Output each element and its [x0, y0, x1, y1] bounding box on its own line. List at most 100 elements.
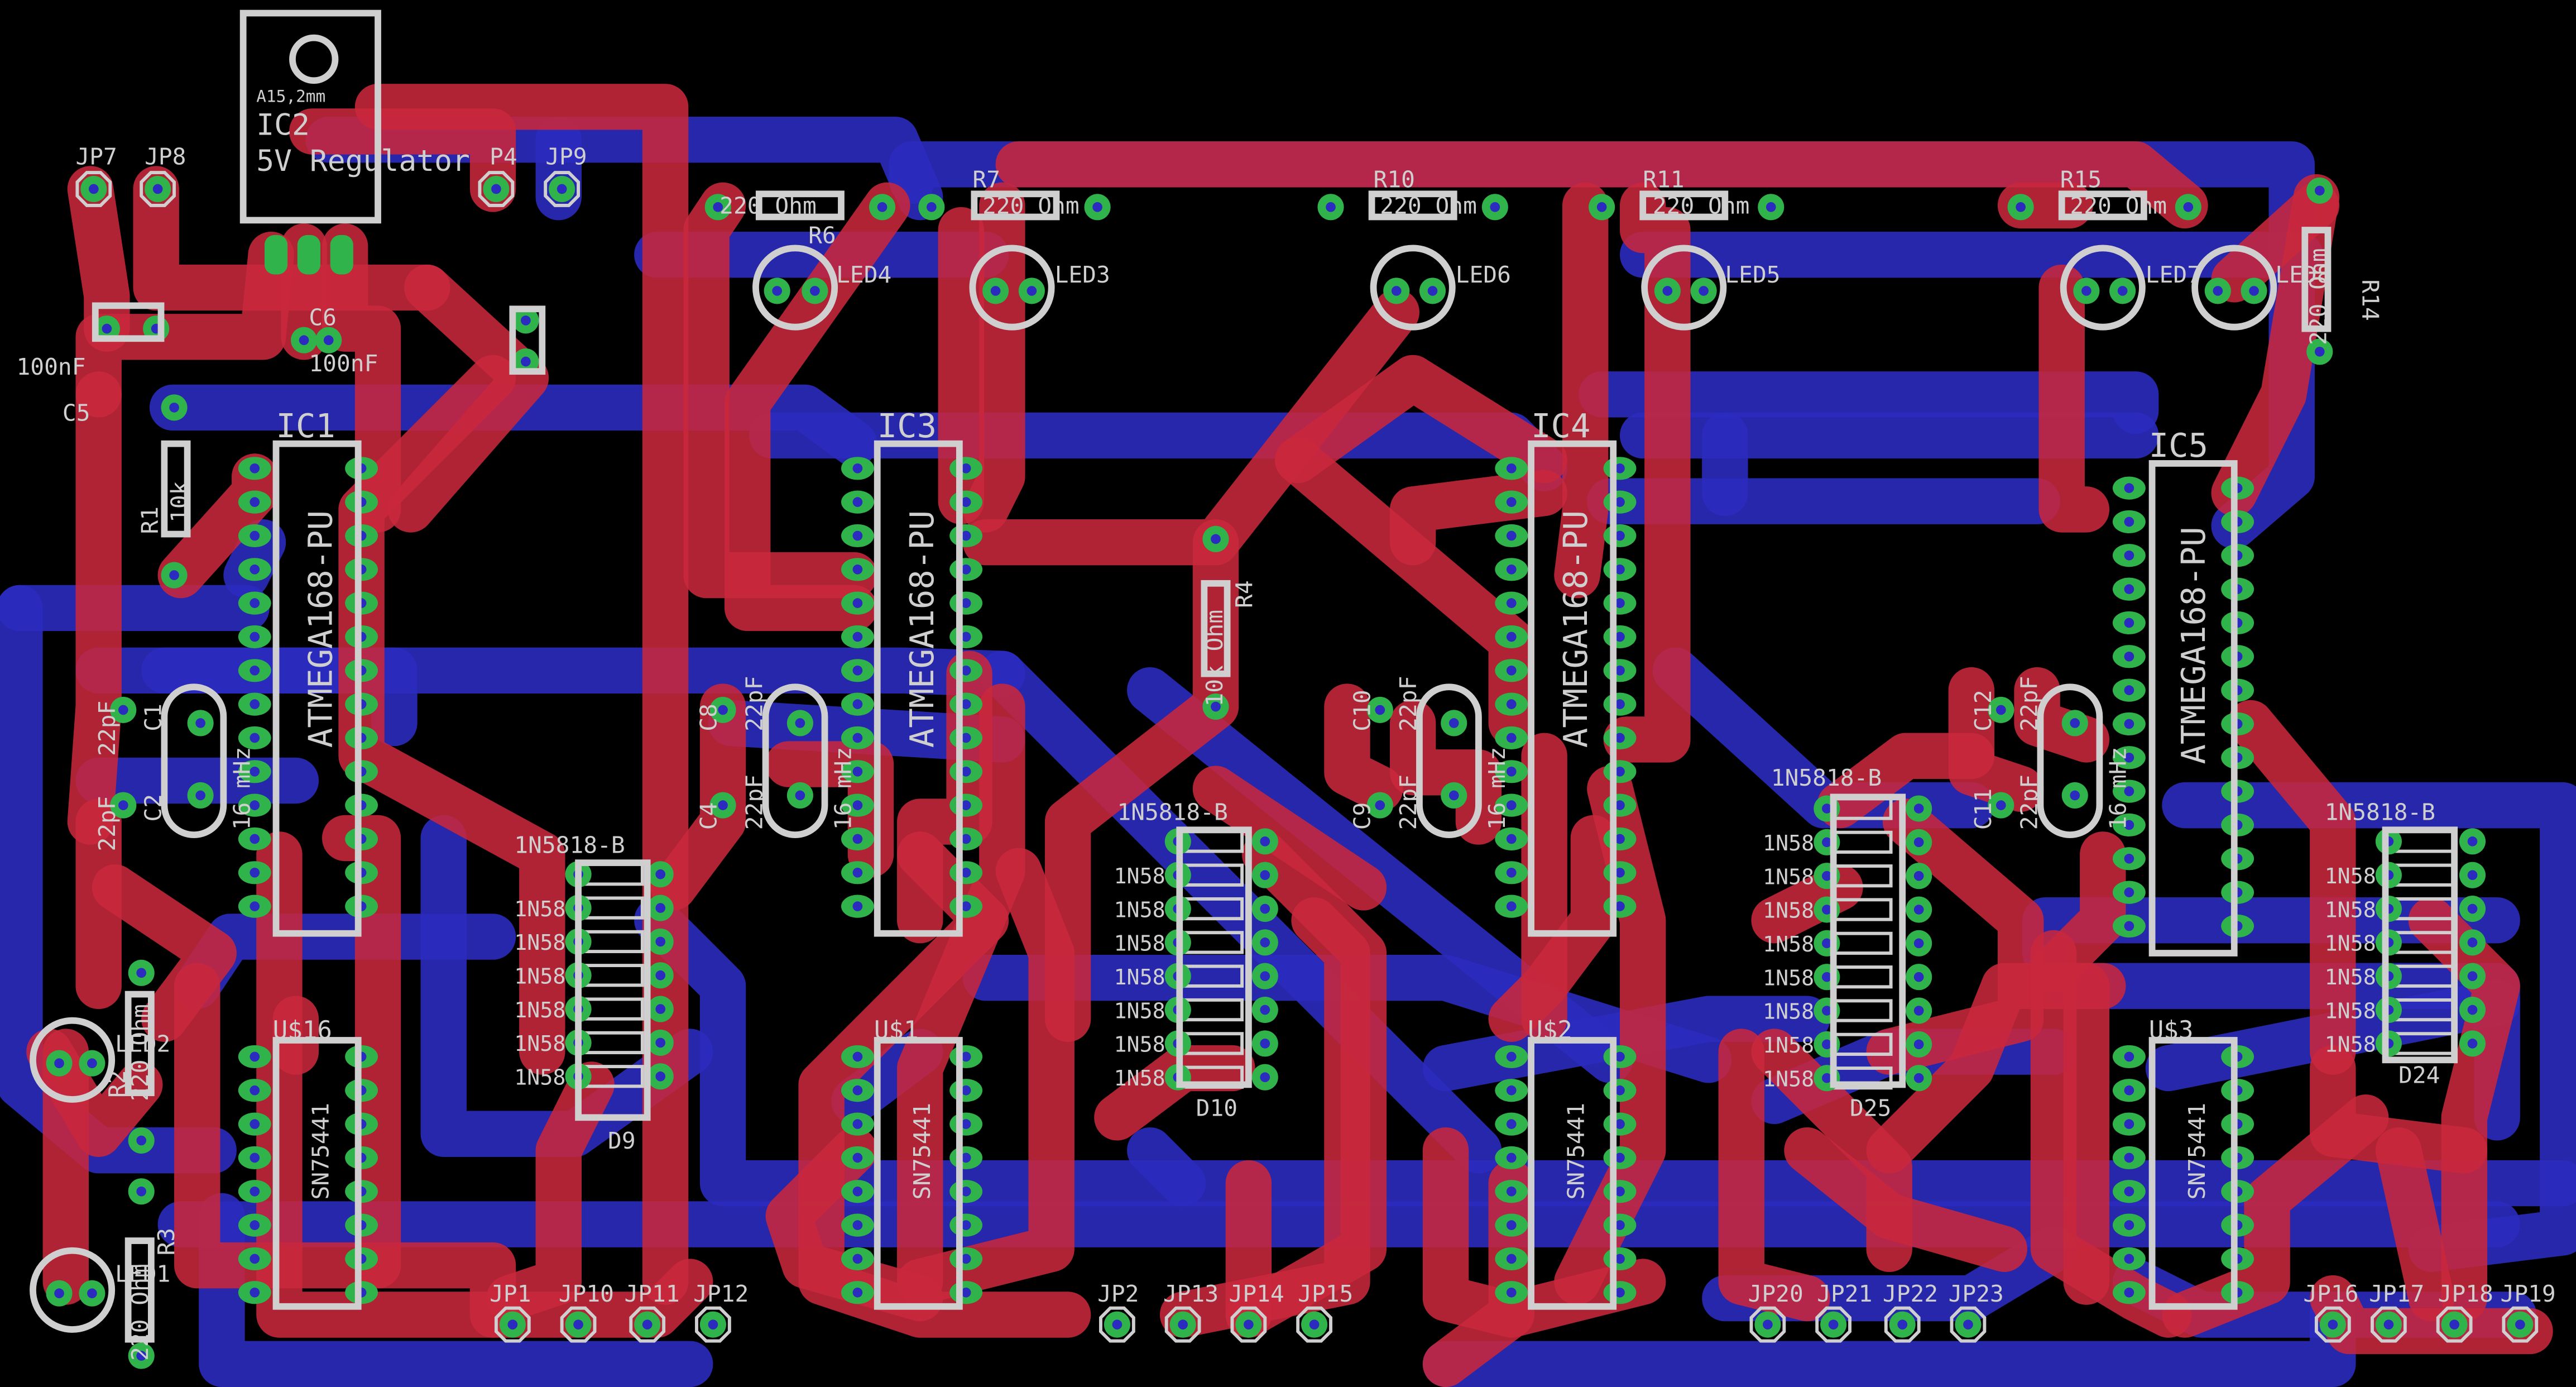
crystal-2	[762, 683, 828, 838]
resistor-pad-16-drill	[1211, 701, 1221, 712]
ic2-pin-2	[297, 235, 320, 275]
jp18-label: JP18	[2438, 1280, 2493, 1307]
jp18-pin-ring	[2436, 1306, 2473, 1343]
cap-pad-10-drill	[195, 790, 205, 801]
jp13-label: JP13	[1163, 1280, 1219, 1307]
led4-label: LED4	[836, 261, 891, 288]
u16-pin-8-drill	[250, 1287, 260, 1298]
d10-row-2-label: 1N58	[1114, 864, 1165, 889]
ic4-pin-11-drill	[1506, 800, 1517, 810]
r15-body	[2058, 190, 2147, 221]
ic1-pin-14-drill	[250, 901, 260, 911]
cap-pad-16-drill	[1375, 800, 1385, 810]
d25-row-9-label: 1N58	[1763, 1066, 1814, 1092]
u1-pin-6-drill	[852, 1220, 863, 1230]
led-pad-15-drill	[54, 1288, 64, 1299]
u3-pin-7-drill	[2124, 1254, 2134, 1264]
ic4-pin-8-drill	[1506, 699, 1517, 709]
d10-diode-8-k-drill	[1260, 1072, 1270, 1083]
led4-outline	[752, 245, 838, 331]
u2-pin-13-drill	[1615, 1152, 1625, 1163]
d10-outline	[1176, 826, 1252, 1088]
ic1-pin-13-drill	[250, 867, 260, 878]
u2-pin-9-drill	[1615, 1287, 1625, 1298]
r10-body	[1368, 190, 1457, 221]
c10-ref: C10	[1349, 690, 1376, 731]
d25-row-7-label: 1N58	[1763, 999, 1814, 1025]
silkscreen-layer	[30, 9, 2458, 1343]
ic5-pin-7-drill	[2124, 685, 2134, 695]
cap-pad-18-drill	[1448, 790, 1459, 801]
ic4-pin-9-drill	[1506, 733, 1517, 743]
led7-label: LED7	[2146, 261, 2201, 288]
ic4-pin-22-drill	[1615, 665, 1625, 676]
jp11-label: JP11	[624, 1280, 679, 1307]
jp15-pin-ring	[1296, 1306, 1332, 1343]
resistor-pad-6-drill	[1490, 202, 1500, 212]
silkscreen-text: JP7 JP8 P4 JP9 A15,2mm IC2 5V Regulator …	[17, 87, 2440, 1360]
ic4-pin-18-drill	[1615, 800, 1625, 810]
u2-pin-10-drill	[1615, 1254, 1625, 1264]
u1-ref: U$1	[874, 1016, 919, 1045]
led3-outline	[969, 245, 1055, 331]
resistor-pad-19-drill	[136, 1186, 147, 1197]
u2-pin-4-drill	[1506, 1152, 1517, 1163]
ic2-package: A15,2mm	[256, 87, 325, 106]
u2-pin-6-drill	[1506, 1220, 1517, 1230]
jp17-label: JP17	[2369, 1280, 2424, 1307]
led-pad-8-drill	[1699, 286, 1709, 296]
cap-pad-8-drill	[118, 800, 128, 810]
d9-diode-6-k-drill	[655, 1037, 666, 1048]
d24-diode-4-k-drill	[2467, 938, 2478, 948]
ic4-pin-19-drill	[1615, 766, 1625, 777]
ic5-pin-14-drill	[2124, 921, 2134, 931]
d9-row-2-label: 1N58	[514, 897, 565, 922]
ic3-pin-12-drill	[852, 834, 863, 844]
r3-value: 220 Ohm	[127, 1264, 153, 1361]
d25-diode-1-k-drill	[1913, 803, 1924, 814]
ic5-pin-9-drill	[2124, 752, 2134, 763]
d9-diode-3-k-drill	[655, 936, 666, 947]
r2-ref: R2	[104, 1070, 131, 1098]
resistor-pad-1-drill	[713, 202, 723, 212]
r10-ref: R10	[1374, 166, 1415, 193]
jp12-pin-ring	[695, 1306, 731, 1343]
led7-outline	[2060, 245, 2146, 331]
r1-ref: R1	[137, 506, 164, 534]
d24-ref: D24	[2398, 1062, 2440, 1089]
led5-label: LED5	[1725, 261, 1780, 288]
u3-pin-4-drill	[2124, 1152, 2134, 1163]
ic2-pin-3	[330, 235, 353, 275]
led1-label: LED1	[115, 1261, 170, 1288]
ic1-pin-9-drill	[250, 733, 260, 743]
ic1-pin-11-drill	[250, 800, 260, 810]
u2-pin-12-drill	[1615, 1186, 1625, 1197]
ic4-pin-21-drill	[1615, 699, 1625, 709]
u2-pin-1-drill	[1506, 1051, 1517, 1062]
ic5-pin-4-drill	[2124, 584, 2134, 594]
ic4-pin-13-drill	[1506, 867, 1517, 878]
d25-diode-1-a-drill	[1822, 803, 1832, 814]
cap-pad-19-drill	[1995, 705, 2006, 715]
ic3-pin-18-drill	[961, 800, 971, 810]
d10-diode-4-k-drill	[1260, 938, 1270, 948]
u2-pin-3-drill	[1506, 1119, 1517, 1129]
cap-pad-11-drill	[718, 705, 728, 715]
ic3-pin-5-drill	[852, 598, 863, 608]
c5-value: 100nF	[17, 353, 86, 380]
d25-diode-7-a-drill	[1822, 1006, 1832, 1016]
ic2-mount-hole	[289, 34, 339, 84]
resistor-pad-18-drill	[136, 1135, 147, 1146]
ic1-outline	[272, 440, 362, 937]
u2-pin-5-drill	[1506, 1186, 1517, 1197]
jp23-pin-ring	[1950, 1306, 1987, 1343]
u2-outline	[1528, 1037, 1617, 1310]
d24-diode-6-k-drill	[2467, 1005, 2478, 1015]
d24-outline	[2382, 826, 2458, 1064]
u1-pin-9-drill	[961, 1287, 971, 1298]
c4-ref: C4	[695, 802, 722, 830]
ic4-pin-27-drill	[1615, 497, 1625, 507]
jp17-pin-drill	[2383, 1319, 2394, 1329]
u1-pin-3-drill	[852, 1119, 863, 1129]
